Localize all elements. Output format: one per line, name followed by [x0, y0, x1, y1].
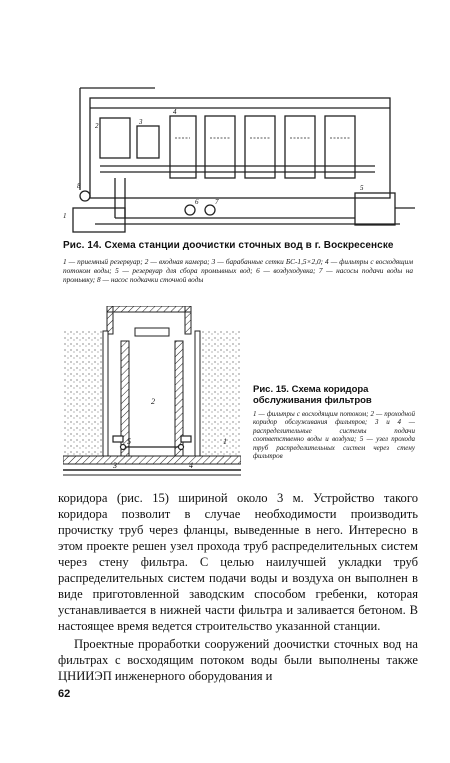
figure-14-caption: Рис. 14. Схема станции доочистки сточных…: [63, 240, 394, 251]
figure-15-legend: 1 — фильтры с восходящим потоком; 2 — пр…: [253, 410, 415, 461]
fig15-label-4: 4: [189, 461, 193, 470]
fig14-label-1: 1: [63, 212, 67, 220]
fig14-label-7: 7: [215, 198, 219, 206]
fig15-label-1: 1: [223, 437, 227, 446]
fig14-label-8: 8: [77, 182, 81, 190]
page-number: 62: [58, 688, 71, 700]
body-paragraph-1: коридора (рис. 15) шириной около 3 м. Ус…: [58, 491, 418, 633]
fig14-label-3: 3: [138, 118, 143, 126]
body-paragraph-2: Проектные проработки сооружений доочистк…: [58, 637, 418, 683]
fig15-label-2: 2: [151, 397, 155, 406]
figure-14-diagram: 1 2 3 4 5 6 7 8: [63, 87, 415, 233]
figure-15-diagram: 1 2 3 4 5: [63, 306, 241, 476]
fig14-label-5: 5: [360, 184, 364, 192]
body-text: коридора (рис. 15) шириной около 3 м. Ус…: [58, 490, 418, 684]
fig14-label-4: 4: [173, 108, 177, 116]
fig14-label-2: 2: [95, 122, 99, 130]
figure-15-caption: Рис. 15. Схема коридора обслуживания фил…: [253, 384, 372, 406]
fig14-label-6: 6: [195, 198, 199, 206]
figure-14-legend: 1 — приемный резервуар; 2 — входная каме…: [63, 257, 413, 284]
fig15-label-5: 5: [127, 437, 131, 446]
fig15-label-3: 3: [112, 461, 117, 470]
